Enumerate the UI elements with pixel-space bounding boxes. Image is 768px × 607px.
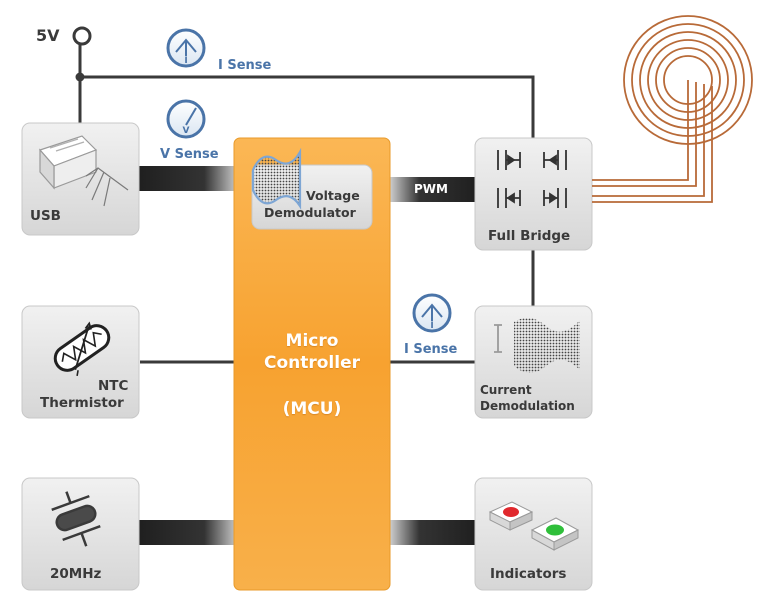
coil-icon (592, 15, 753, 203)
ntc-label-line1: NTC (98, 378, 129, 394)
pwm-label: PWM (414, 182, 448, 196)
transistor-bridge-icon (497, 150, 567, 208)
i-sense-mid-label: I Sense (404, 342, 458, 357)
ntc-label-line2: Thermistor (40, 395, 124, 411)
bus-usb-mcu (138, 166, 240, 191)
full-bridge-block (474, 137, 593, 251)
v-sense-label: V Sense (160, 147, 219, 162)
current-demod-label-line1: Current (480, 383, 532, 397)
supply-label: 5V (36, 26, 60, 45)
supply-terminal (72, 26, 92, 46)
mcu-label-line2: Controller (263, 353, 360, 373)
usb-label: USB (30, 208, 61, 224)
wire-5v-to-bridge (80, 75, 535, 140)
mcu-block (233, 137, 391, 591)
junction-dot (75, 72, 85, 82)
meter-icon: V (166, 99, 206, 139)
meter-icon: I (166, 28, 206, 68)
led-icon (530, 517, 580, 551)
ntc-block (21, 305, 140, 419)
indicators-block (474, 477, 593, 591)
usb-block (21, 122, 140, 236)
meter-symbol-current: I (430, 321, 433, 331)
waveform-icon (251, 147, 302, 210)
mcu-label-line3: (MCU) (282, 399, 342, 419)
usb-plug-icon (38, 135, 129, 207)
crystal-label: 20MHz (50, 566, 102, 582)
current-demod-label-line2: Demodulation (480, 399, 575, 413)
meter-symbol-current: I (184, 56, 187, 66)
voltage-demod-label-line1: Voltage (306, 188, 360, 203)
meter-symbol-voltage: V (183, 126, 190, 136)
mcu-label-line1: Micro (285, 331, 339, 351)
bus-mcu-indicators (388, 520, 478, 545)
voltage-demodulator-block (251, 147, 373, 230)
current-demodulation-block (474, 305, 593, 419)
crystal-block (21, 477, 140, 591)
bus-crystal-mcu (138, 520, 240, 545)
indicators-label: Indicators (490, 566, 567, 582)
meter-icon: I (412, 293, 452, 333)
led-icon (488, 501, 534, 531)
bus-mcu-pwm (388, 177, 478, 202)
thermistor-icon (53, 321, 111, 376)
wires (78, 44, 535, 364)
full-bridge-label: Full Bridge (488, 228, 571, 244)
crystal-icon (51, 491, 101, 547)
waveform-icon (494, 317, 580, 373)
i-sense-top-label: I Sense (218, 58, 272, 73)
voltage-demod-label-line2: Demodulator (264, 205, 356, 220)
